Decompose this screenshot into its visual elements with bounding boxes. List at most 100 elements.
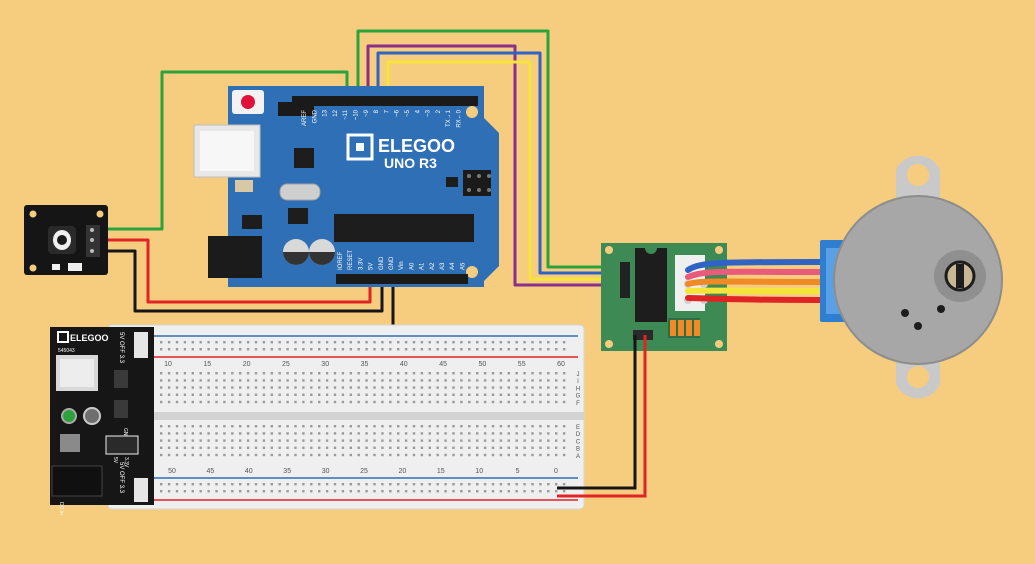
barrel-jack bbox=[208, 236, 262, 278]
header-bottom-pin-label: A5 bbox=[460, 262, 466, 270]
wire-yellow-in3 bbox=[386, 60, 605, 281]
breadboard-column-number: 20 bbox=[399, 468, 407, 475]
breadboard-row-letter: A bbox=[576, 454, 580, 460]
breadboard-column-number: 35 bbox=[361, 361, 369, 368]
header-bottom bbox=[336, 274, 468, 284]
uln2003-chip bbox=[635, 248, 667, 322]
wire-green-sensor bbox=[108, 70, 349, 231]
stepper-motor bbox=[820, 155, 1003, 399]
header-bottom-pin-label: RESET bbox=[348, 250, 354, 270]
power-pin-33v: 3.3V bbox=[123, 457, 129, 468]
header-top bbox=[292, 96, 478, 106]
breadboard-column-number: 55 bbox=[518, 361, 526, 368]
header-top-pin-label: ~11 bbox=[343, 109, 349, 119]
breadboard-column-number: 30 bbox=[321, 361, 329, 368]
elegoo-logo-icon bbox=[346, 133, 374, 161]
header-top-pin-label: 12 bbox=[333, 109, 339, 116]
breadboard-column-number: 45 bbox=[207, 468, 215, 475]
breadboard-column-number: 60 bbox=[557, 361, 565, 368]
breadboard-row-letter: H bbox=[576, 386, 580, 392]
header-bottom-pin-label: GND bbox=[389, 256, 395, 270]
header-top-pin-label: 7 bbox=[384, 109, 390, 113]
header-top-pin-label: 13 bbox=[323, 109, 329, 116]
breadboard-row-letter: J bbox=[577, 372, 580, 378]
power-logo-icon bbox=[57, 331, 69, 343]
power-gnd-label: GND bbox=[122, 428, 128, 440]
header-bottom-pin-label: GND bbox=[379, 256, 385, 270]
wire-black-driver bbox=[557, 335, 637, 490]
breadboard-row-letter: G bbox=[576, 394, 581, 400]
breadboard-column-number: 25 bbox=[282, 361, 290, 368]
ir-sensor-module bbox=[24, 205, 108, 275]
breadboard-column-number: 5 bbox=[516, 468, 520, 475]
signal-wires bbox=[108, 29, 605, 335]
header-top-pin-label: 4 bbox=[415, 109, 421, 113]
power-button bbox=[83, 407, 101, 425]
header-top-pin-label: AREF bbox=[302, 110, 308, 126]
header-bottom-pin-label: IOREF bbox=[338, 251, 344, 270]
power-button-square bbox=[60, 434, 80, 452]
header-bottom-pin-label: A3 bbox=[440, 262, 446, 270]
dc-jack-power bbox=[51, 465, 103, 497]
breadboard-row-letter: B bbox=[576, 447, 580, 453]
header-top-pin-label: 2 bbox=[436, 109, 442, 113]
wire-blue-in2 bbox=[376, 51, 605, 275]
breadboard-column-number: 10 bbox=[164, 361, 172, 368]
breadboard-column-number: 45 bbox=[439, 361, 447, 368]
header-bottom-pin-label: A2 bbox=[430, 262, 436, 270]
breadboard-column-number: 40 bbox=[245, 468, 253, 475]
wire-black-sensor bbox=[108, 249, 384, 313]
header-top-pin-label: ~9 bbox=[364, 109, 370, 117]
breadboard-column-number: 0 bbox=[554, 468, 558, 475]
breadboard-row-letter: D bbox=[576, 432, 581, 438]
breadboard-row-letter: E bbox=[576, 425, 580, 431]
header-top-pin-label: 8 bbox=[374, 109, 380, 113]
atmega-chip bbox=[334, 214, 474, 242]
power-jack-label: DC-in bbox=[58, 502, 64, 515]
motor-body bbox=[833, 195, 1003, 365]
breadboard-column-number: 40 bbox=[400, 361, 408, 368]
breadboard-column-number: 25 bbox=[360, 468, 368, 475]
header-bottom-pin-label: A0 bbox=[409, 262, 415, 270]
breadboard-column-number: 20 bbox=[243, 361, 251, 368]
power-bottom-switch-label: 5V OFF 3.3 bbox=[118, 462, 124, 494]
header-top-pin-label: ~5 bbox=[405, 109, 411, 117]
header-bottom-pin-label: 5V bbox=[369, 263, 375, 270]
header-top-pin-label: ~3 bbox=[426, 109, 432, 117]
header-bottom-pin-label: A1 bbox=[420, 262, 426, 270]
breadboard-column-number: 50 bbox=[168, 468, 176, 475]
breadboard-column-number: 35 bbox=[283, 468, 291, 475]
breadboard-row-letter: I bbox=[577, 379, 579, 385]
breadboard-column-number: 15 bbox=[437, 468, 445, 475]
power-brand: ELEGOO bbox=[70, 333, 109, 343]
arduino-brand: ELEGOO bbox=[378, 136, 455, 156]
wire-green-in1 bbox=[356, 29, 605, 269]
breadboard-row-letter: C bbox=[576, 439, 581, 445]
wire-red-driver bbox=[557, 335, 647, 498]
power-code: 545043 bbox=[58, 348, 75, 354]
wire-red-sensor bbox=[108, 238, 372, 304]
breadboard-top-numbers: 10 15 20 25 30 35 40 45 50 55 60 bbox=[164, 361, 565, 368]
header-top-pin-label: ~6 bbox=[395, 109, 401, 117]
motor-cable bbox=[685, 259, 823, 303]
power-led bbox=[61, 408, 77, 424]
header-top-pin-label: TX→1 bbox=[446, 109, 452, 127]
power-pin-5v: 5V bbox=[112, 457, 118, 464]
breadboard-column-number: 10 bbox=[475, 468, 483, 475]
breadboard-column-number: 15 bbox=[203, 361, 211, 368]
breadboard-row-letter: F bbox=[576, 401, 580, 407]
breadboard-column-number: 30 bbox=[322, 468, 330, 475]
header-top-pin-label: RX←0 bbox=[457, 109, 463, 127]
driver-power-wires bbox=[557, 335, 647, 498]
header-bottom-pin-label: Vin bbox=[399, 261, 405, 270]
power-top-switch-label: 5V OFF 3.3 bbox=[118, 332, 124, 364]
header-bottom-pin-label: A4 bbox=[450, 262, 456, 270]
breadboard-column-number: 50 bbox=[479, 361, 487, 368]
header-bottom-pin-label: 3.3V bbox=[358, 258, 364, 270]
